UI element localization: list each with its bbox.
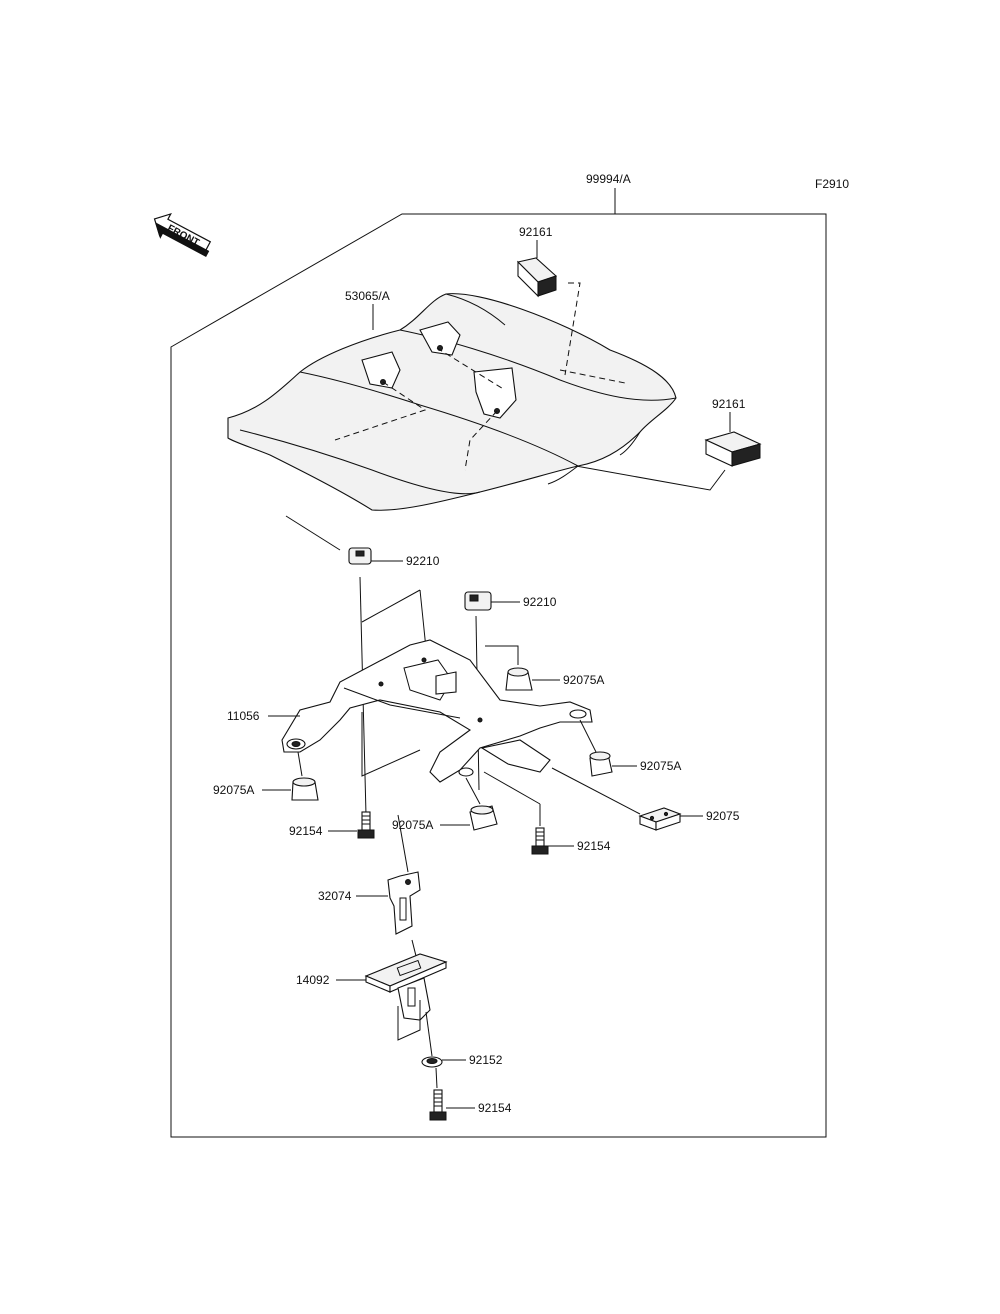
bracket-11056 — [281, 639, 593, 783]
grommet-92075A-left — [291, 777, 319, 801]
label-92075: 92075 — [706, 809, 740, 823]
label-92210-a: 92210 — [406, 554, 440, 568]
label-32074: 32074 — [318, 889, 352, 903]
label-11056: 11056 — [227, 709, 260, 723]
seat-cowl-53065 — [227, 293, 677, 511]
label-53065: 53065/A — [345, 289, 390, 303]
plate-under-bracket — [480, 739, 551, 773]
clip-nut-92210-b — [464, 591, 492, 611]
pad-92161-right — [704, 431, 762, 467]
grommet-92075A-a — [505, 667, 533, 691]
label-92154-bottom: 92154 — [478, 1101, 512, 1115]
mount-14092 — [364, 953, 448, 1021]
label-92075A-a: 92075A — [563, 673, 604, 687]
label-92161-top: 92161 — [519, 225, 553, 239]
label-92152: 92152 — [469, 1053, 503, 1067]
label-92154-left: 92154 — [289, 824, 323, 838]
grommet-92075A-b — [589, 751, 613, 777]
assembly-frame — [170, 213, 827, 1138]
label-92075A-b: 92075A — [640, 759, 681, 773]
label-92161-right: 92161 — [712, 397, 746, 411]
label-92075A-mid: 92075A — [392, 818, 433, 832]
label-14092: 14092 — [296, 973, 330, 987]
pad-92075 — [638, 807, 682, 831]
label-92154-mid: 92154 — [577, 839, 611, 853]
figure-code: F2910 — [815, 177, 849, 191]
clip-nut-92210-a — [348, 547, 372, 565]
bolt-92154-mid — [531, 827, 549, 855]
grommet-92075A-mid — [469, 805, 498, 831]
label-92210-b: 92210 — [523, 595, 557, 609]
assembly-label: 99994/A — [586, 172, 631, 186]
bolt-92154-bottom — [429, 1089, 447, 1121]
pad-92161-top — [516, 257, 558, 298]
washer-92152 — [421, 1056, 443, 1068]
bracket-32074 — [387, 871, 421, 935]
label-92075A-left: 92075A — [213, 783, 254, 797]
front-arrow-icon: FRONT — [153, 212, 212, 257]
bolt-92154-left — [357, 811, 375, 839]
